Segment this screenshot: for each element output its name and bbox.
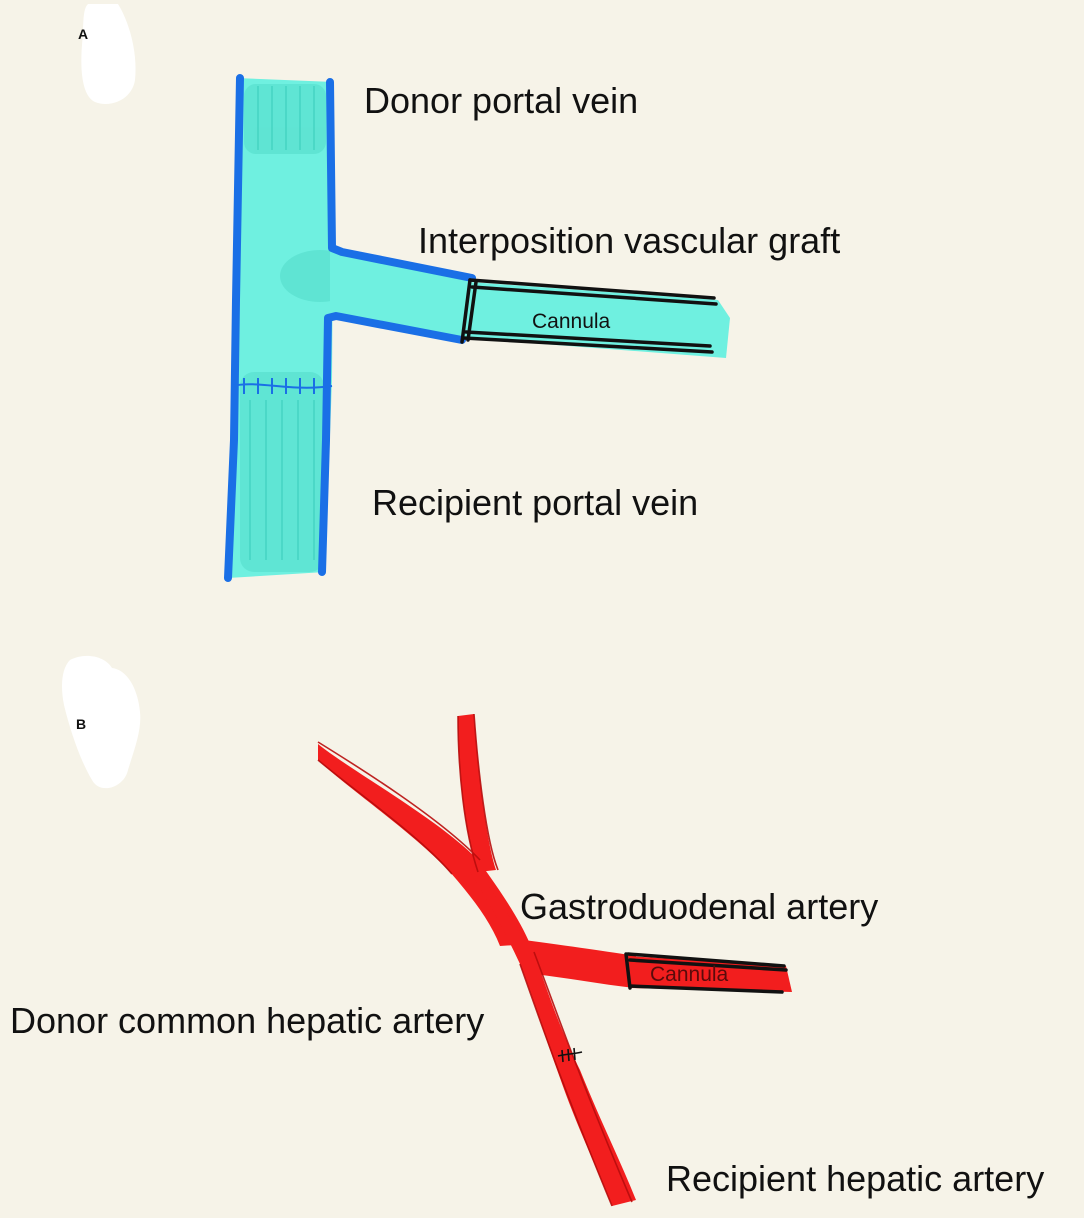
gastroduodenal-artery-label: Gastroduodenal artery bbox=[520, 886, 879, 927]
portal-cannula-label: Cannula bbox=[532, 310, 611, 333]
donor-portal-vein-label: Donor portal vein bbox=[364, 80, 639, 121]
arterial-anastomosis-suture bbox=[557, 1047, 583, 1063]
vein-outline bbox=[224, 74, 476, 582]
vein-texture-lines bbox=[249, 86, 315, 560]
artery-sketch-lines bbox=[317, 713, 633, 1207]
portal-cannula-outline bbox=[460, 278, 718, 354]
gastroduodenal-artery-vessel bbox=[524, 940, 636, 988]
arterial-cannula-label: Cannula bbox=[650, 963, 729, 986]
recipient-hepatic-artery-vessel bbox=[470, 866, 636, 1206]
arterial-cannula-outline bbox=[624, 952, 788, 994]
recipient-portal-vein-label: Recipient portal vein bbox=[372, 482, 699, 523]
panel-a-diagram bbox=[224, 74, 730, 582]
interposition-graft-label: Interposition vascular graft bbox=[418, 220, 841, 261]
panel-a-letter: A bbox=[78, 26, 89, 42]
panel-b-blob bbox=[62, 655, 141, 789]
anastomosis-suture bbox=[231, 378, 333, 394]
proper-hepatic-artery-vessel bbox=[458, 714, 496, 872]
panel-a-blob bbox=[81, 4, 136, 104]
recipient-hepatic-artery-label: Recipient hepatic artery bbox=[666, 1158, 1045, 1199]
panel-b-diagram bbox=[317, 713, 792, 1207]
panel-b-letter: B bbox=[76, 716, 87, 732]
donor-common-hepatic-artery-label: Donor common hepatic artery bbox=[10, 1000, 485, 1041]
